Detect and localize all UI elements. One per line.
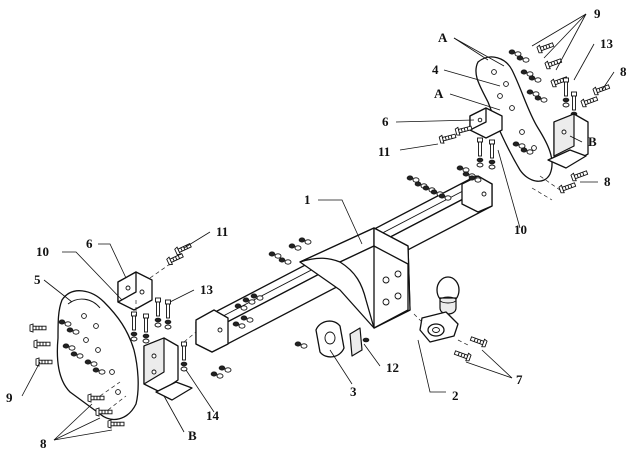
tow-ball bbox=[413, 276, 460, 343]
callout-10-left: 10 bbox=[36, 244, 49, 259]
callout-1: 1 bbox=[304, 192, 311, 207]
callout-11-left: 11 bbox=[216, 224, 228, 239]
tow-ball-bolts bbox=[453, 334, 488, 363]
callout-8-upper-right: 8 bbox=[620, 64, 627, 79]
callout-3: 3 bbox=[350, 384, 357, 399]
clip-part bbox=[294, 320, 345, 358]
callout-11-right: 11 bbox=[378, 144, 390, 159]
right-lower-bracket bbox=[547, 113, 589, 169]
left-lower-bracket bbox=[143, 337, 193, 401]
right-bracket bbox=[438, 107, 503, 170]
callout-8-lower-right: 8 bbox=[604, 174, 611, 189]
callout-5: 5 bbox=[34, 272, 41, 287]
right-side-bolts bbox=[531, 82, 611, 201]
callout-9-bottom-left: 9 bbox=[6, 390, 13, 405]
callout-2: 2 bbox=[452, 388, 459, 403]
left-clamp-bolts bbox=[154, 297, 172, 330]
lower-bolt bbox=[180, 331, 197, 372]
center-tow-plate bbox=[299, 227, 411, 329]
callout-7: 7 bbox=[516, 372, 523, 387]
callout-B-left: B bbox=[188, 428, 197, 443]
callout-8-bottom-left: 8 bbox=[40, 436, 47, 451]
small-bracket bbox=[349, 327, 370, 357]
right-side-plate bbox=[475, 56, 553, 182]
callout-12: 12 bbox=[386, 360, 399, 375]
callout-6-left: 6 bbox=[86, 236, 93, 251]
left-bracket bbox=[117, 271, 153, 344]
callout-13-right: 13 bbox=[600, 36, 614, 51]
callout-9-top-right: 9 bbox=[594, 6, 601, 21]
callout-4: 4 bbox=[432, 62, 439, 77]
leader-lines bbox=[21, 13, 615, 441]
callout-10-right: 10 bbox=[514, 222, 527, 237]
left-side-plate bbox=[56, 290, 139, 421]
callout-A-upper: A bbox=[438, 30, 448, 45]
callout-B-right: B bbox=[588, 134, 597, 149]
callout-6-right: 6 bbox=[382, 114, 389, 129]
callout-13-left: 13 bbox=[200, 282, 214, 297]
callout-labels: 1 2 3 4 5 6 6 7 8 8 8 9 9 10 10 11 11 12… bbox=[6, 6, 627, 451]
callout-14: 14 bbox=[206, 408, 220, 423]
left-plate-fasteners bbox=[29, 319, 127, 429]
callout-A-lower: A bbox=[434, 86, 444, 101]
